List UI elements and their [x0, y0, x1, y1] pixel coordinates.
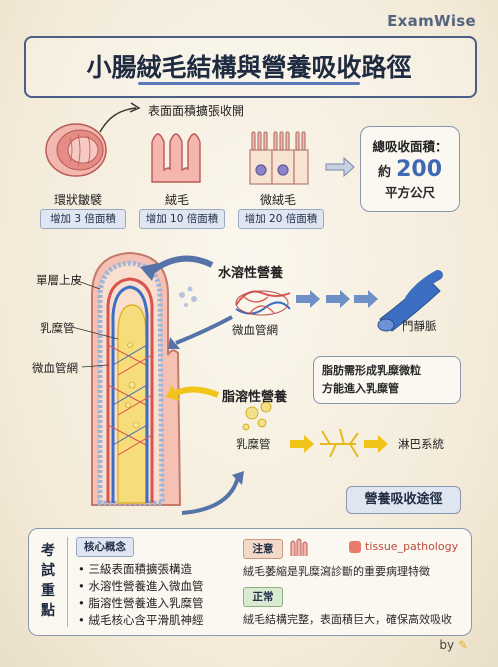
villi-icon — [151, 133, 201, 183]
footer-by: by ✎ — [439, 638, 468, 652]
total-area-prefix: 約 — [377, 165, 391, 180]
normal-tag: 正常 — [243, 587, 283, 607]
curved-arrow-icon — [99, 107, 137, 133]
fat-callout: 脂肪需形成乳糜微粒 方能進入乳糜管 — [313, 356, 461, 404]
microvilli-icon — [249, 131, 309, 185]
title-underline — [138, 82, 360, 85]
fat-droplets-icon — [242, 401, 272, 431]
portal-vein-icon — [377, 270, 443, 332]
banana-icon: ✎ — [457, 638, 468, 652]
core-point: • 脂溶性營養進入乳糜管 — [78, 596, 204, 610]
page-title: 小腸絨毛結構與營養吸收路徑 — [86, 53, 412, 82]
exam-points-panel: 考 試 重 點 核心概念 • 三級表面積擴張構造 • 水溶性營養進入微血管 • … — [28, 528, 472, 636]
lacteal-channel — [117, 304, 147, 504]
core-concept-section: 核心概念 • 三級表面積擴張構造 • 水溶性營養進入微血管 • 脂溶性營養進入乳… — [67, 537, 234, 627]
circular-folds-label: 環狀皺襞 — [54, 193, 103, 207]
exam-side-label: 考 試 重 點 — [41, 543, 55, 619]
microvilli-tag: 增加 20 倍面積 — [238, 209, 324, 229]
microvilli-label: 微絨毛 — [260, 193, 297, 207]
fat-heading: 脂溶性營養 — [222, 390, 288, 405]
source-icon — [349, 541, 361, 553]
capillary-label: 微血管網 — [32, 361, 78, 375]
capillary-network-icon — [235, 290, 291, 316]
brand-logo: ExamWise — [387, 12, 476, 30]
core-point: • 絨毛核心含平滑肌神經 — [78, 613, 204, 627]
circular-folds-icon — [45, 123, 107, 177]
atrophy-villi-icon — [290, 538, 308, 556]
expand-note: 表面面積擴張收開 — [148, 104, 245, 118]
lacteal-label: 乳糜管 — [40, 321, 75, 335]
total-area-unit: 平方公尺 — [384, 185, 435, 200]
title-frame — [24, 36, 477, 98]
core-point: • 三級表面積擴張構造 — [78, 562, 192, 576]
arrow-to-total-icon — [325, 156, 355, 178]
caution-text: 絨毛萎縮是乳糜瀉診斷的重要病理特徵 — [243, 565, 430, 578]
total-area-box: 總吸收面積： 約 200 平方公尺 — [360, 126, 460, 212]
water-flow-arrows — [296, 290, 378, 308]
lymph-label: 淋巴系統 — [398, 437, 444, 451]
fat-arrow-icon — [174, 386, 220, 398]
water-capillary-label: 微血管網 — [232, 323, 278, 337]
top-illustrations — [45, 102, 355, 185]
caution-tag: 注意 — [243, 539, 283, 559]
circular-folds-tag: 增加 3 倍面積 — [40, 209, 126, 229]
epithelium-label: 單層上皮 — [36, 273, 82, 287]
portal-vein-label: 門靜脈 — [402, 319, 437, 333]
route-badge: 營養吸收途徑 — [346, 486, 461, 514]
villi-label: 絨毛 — [165, 193, 190, 207]
fat-callout-line2: 方能進入乳糜管 — [322, 382, 399, 395]
fat-lacteal-label: 乳糜管 — [236, 437, 271, 451]
fat-callout-line1: 脂肪需形成乳糜微粒 — [322, 364, 421, 377]
source-label: tissue_pathology — [365, 540, 459, 553]
normal-text: 絨毛結構完整，表面積巨大，確保高效吸收 — [243, 613, 452, 626]
lymph-vessel-icon — [320, 428, 359, 458]
total-area-label: 總吸收面積： — [372, 139, 448, 154]
caution-section: 注意 tissue_pathology 絨毛萎縮是乳糜瀉診斷的重要病理特徵 正常… — [241, 535, 463, 629]
total-area-value: 200 — [396, 157, 443, 182]
water-nutrient-dots-icon — [179, 286, 197, 307]
core-point: • 水溶性營養進入微血管 — [78, 579, 204, 593]
water-heading: 水溶性營養 — [218, 266, 284, 281]
core-concept-tag: 核心概念 — [76, 537, 134, 557]
villus-illustration — [91, 251, 182, 506]
villi-tag: 增加 10 倍面積 — [139, 209, 225, 229]
